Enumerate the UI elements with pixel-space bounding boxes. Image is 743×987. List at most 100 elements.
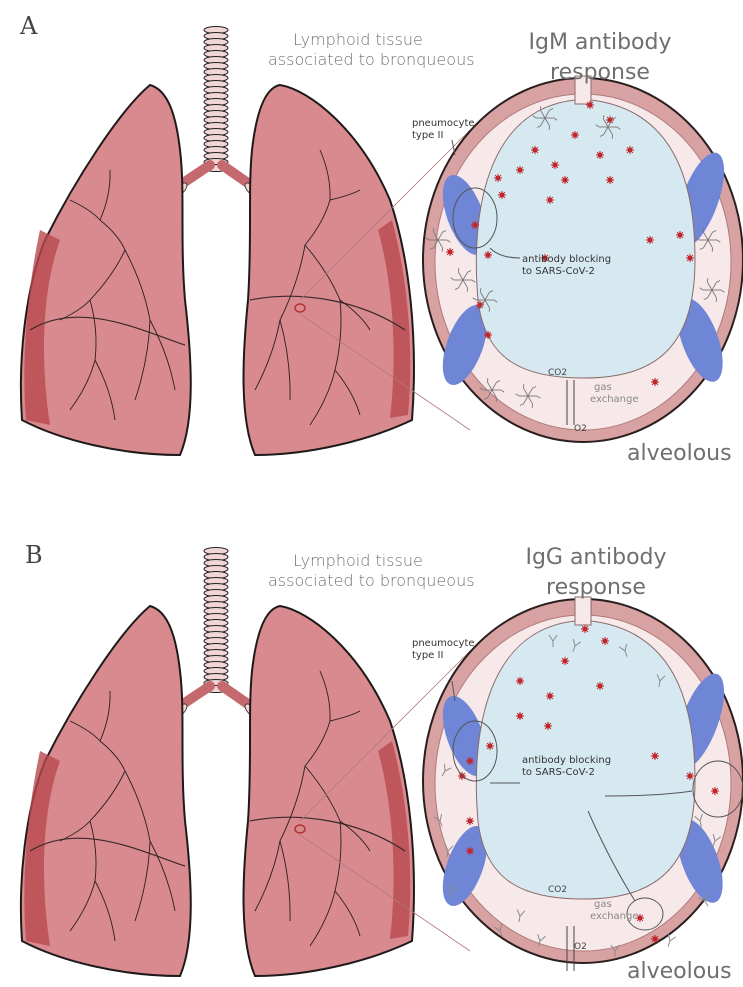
virus-core — [496, 176, 501, 181]
virus-icon — [531, 146, 539, 154]
virus-icon — [546, 196, 554, 204]
lungs-illustration — [21, 548, 414, 977]
blocking-line1: antibody blocking — [522, 755, 611, 767]
tissue-label-line1: Lymphoid tissue — [268, 30, 448, 50]
virus-icon — [711, 787, 719, 795]
tissue-label-line2: associated to bronqueous — [268, 571, 448, 591]
virus-core — [678, 233, 683, 238]
virus-core — [648, 238, 653, 243]
virus-icon — [686, 254, 694, 262]
virus-icon — [516, 712, 524, 720]
gas-line2: exchange — [590, 394, 639, 406]
virus-icon — [494, 174, 502, 182]
virus-core — [573, 133, 578, 138]
virus-core — [486, 253, 491, 258]
lungs-illustration — [21, 27, 414, 456]
virus-core — [653, 937, 658, 942]
virus-icon — [484, 331, 492, 339]
virus-core — [628, 148, 633, 153]
virus-core — [468, 849, 473, 854]
virus-core — [603, 639, 608, 644]
virus-icon — [571, 131, 579, 139]
pneumocyte-line2: type II — [412, 130, 475, 142]
title-line2: response — [520, 58, 680, 88]
virus-core — [608, 178, 613, 183]
alveolous-label: alveolous — [627, 441, 732, 466]
virus-core — [553, 163, 558, 168]
tissue-label: Lymphoid tissue associated to bronqueous — [268, 551, 448, 591]
virus-core — [563, 178, 568, 183]
tissue-label: Lymphoid tissue associated to bronqueous — [268, 30, 448, 70]
virus-core — [653, 380, 658, 385]
virus-core — [460, 774, 465, 779]
virus-icon — [651, 378, 659, 386]
virus-core — [548, 694, 553, 699]
virus-core — [598, 153, 603, 158]
virus-icon — [466, 817, 474, 825]
virus-icon — [544, 722, 552, 730]
virus-core — [598, 684, 603, 689]
blocking-line1: antibody blocking — [522, 254, 611, 266]
gas-line2: exchange — [590, 911, 639, 923]
virus-icon — [546, 692, 554, 700]
virus-core — [473, 223, 478, 228]
antibody-response-title: IgG antibody response — [516, 543, 676, 603]
virus-icon — [516, 677, 524, 685]
virus-icon — [551, 161, 559, 169]
virus-core — [468, 759, 473, 764]
pneumocyte-line1: pneumocyte — [412, 118, 475, 130]
virus-core — [713, 789, 718, 794]
virus-core — [448, 250, 453, 255]
gas-line1: gas — [590, 382, 639, 394]
virus-icon — [466, 847, 474, 855]
panel-letter: B — [25, 541, 43, 569]
pneumocyte-label: pneumocyte type II — [412, 118, 475, 142]
panel-b: B Lymphoid tissue associated to bronqueo… — [0, 493, 743, 986]
virus-icon — [596, 682, 604, 690]
co2-label: CO2 — [548, 885, 567, 895]
virus-icon — [561, 657, 569, 665]
pneumocyte-label: pneumocyte type II — [412, 638, 475, 662]
virus-core — [500, 193, 505, 198]
virus-core — [548, 198, 553, 203]
air-space — [476, 100, 695, 378]
title-line1: IgM antibody — [520, 28, 680, 58]
alveolous-label: alveolous — [627, 959, 732, 984]
virus-icon — [581, 625, 589, 633]
blocking-line2: to SARS-CoV-2 — [522, 767, 611, 779]
virus-icon — [626, 146, 634, 154]
virus-icon — [596, 151, 604, 159]
virus-icon — [651, 935, 659, 943]
tissue-label-line2: associated to bronqueous — [268, 50, 448, 70]
virus-icon — [676, 231, 684, 239]
virus-icon — [586, 101, 594, 109]
trachea — [204, 27, 228, 172]
virus-icon — [686, 772, 694, 780]
virus-icon — [561, 176, 569, 184]
virus-core — [546, 724, 551, 729]
tissue-label-line1: Lymphoid tissue — [268, 551, 448, 571]
virus-core — [468, 819, 473, 824]
virus-icon — [458, 772, 466, 780]
virus-core — [518, 679, 523, 684]
virus-icon — [516, 166, 524, 174]
virus-core — [688, 256, 693, 261]
virus-icon — [484, 251, 492, 259]
virus-core — [688, 774, 693, 779]
virus-icon — [486, 742, 494, 750]
o2-label: O2 — [574, 424, 587, 434]
virus-icon — [466, 757, 474, 765]
virus-icon — [651, 752, 659, 760]
panel-a: A Lymphoid tissue associated to bronqueo… — [0, 0, 743, 493]
virus-core — [486, 333, 491, 338]
virus-icon — [601, 637, 609, 645]
pneumocyte-line2: type II — [412, 650, 475, 662]
o2-label: O2 — [574, 942, 587, 952]
blocking-line2: to SARS-CoV-2 — [522, 266, 611, 278]
gas-exchange-label: gas exchange — [590, 899, 639, 923]
virus-icon — [498, 191, 506, 199]
virus-icon — [471, 221, 479, 229]
virus-core — [533, 148, 538, 153]
title-line2: response — [516, 573, 676, 603]
